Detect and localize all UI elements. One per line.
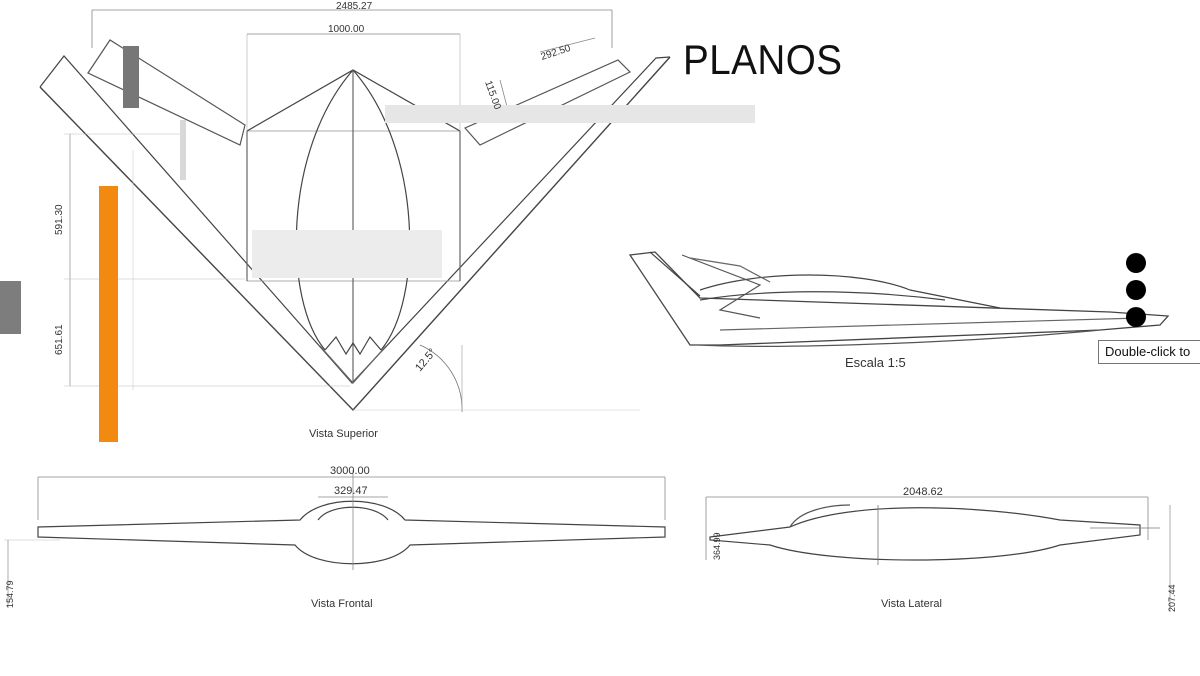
side-tab-handle[interactable] xyxy=(0,281,21,334)
dim-tip-chord: 292.50 xyxy=(540,43,573,63)
dim-left-vertical-lower: 651.61 xyxy=(54,324,65,355)
dim-center-width: 1000.00 xyxy=(328,24,365,35)
control-dot-3[interactable] xyxy=(1126,307,1146,327)
dim-front-span: 3000.00 xyxy=(330,465,370,477)
tooltip: Double-click to xyxy=(1098,340,1200,364)
dim-lateral-length: 2048.62 xyxy=(903,486,943,498)
dim-lateral-right: 207.44 xyxy=(1167,584,1177,612)
control-dot-2[interactable] xyxy=(1126,280,1146,300)
label-vista-superior: Vista Superior xyxy=(309,428,378,440)
control-dot-1[interactable] xyxy=(1126,253,1146,273)
dim-front-height: 154.79 xyxy=(5,580,15,608)
label-vista-frontal: Vista Frontal xyxy=(311,598,373,610)
dim-angle: 12.5° xyxy=(413,346,439,373)
dim-overall-span: 2485.27 xyxy=(336,1,373,12)
page-title: PLANOS xyxy=(683,36,843,83)
dim-left-vertical-upper: 591.30 xyxy=(54,204,65,235)
label-vista-lateral: Vista Lateral xyxy=(881,598,942,610)
dim-front-canopy: 329.47 xyxy=(334,485,368,497)
orange-marker-bar xyxy=(99,186,118,442)
dim-lateral-height: 364.99 xyxy=(712,532,722,560)
label-escala: Escala 1:5 xyxy=(845,355,906,370)
